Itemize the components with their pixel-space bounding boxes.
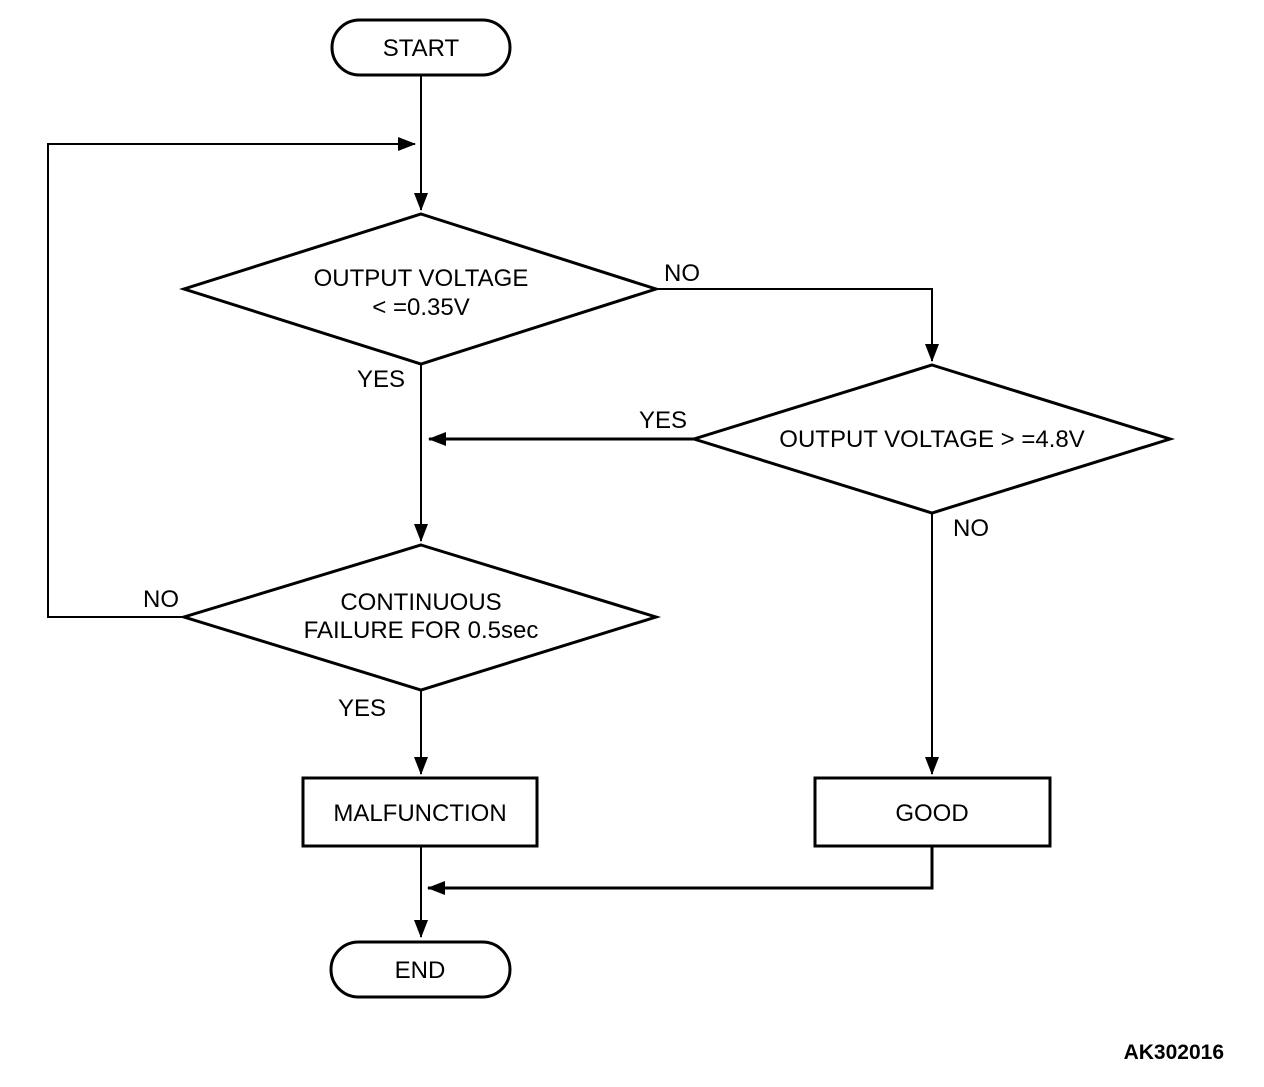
edge-label-decision1-yes: YES bbox=[357, 366, 405, 393]
decision-output-voltage-high bbox=[688, 363, 1176, 515]
edge-label-decision1-no: NO bbox=[664, 260, 700, 287]
malfunction-label: MALFUNCTION bbox=[333, 800, 506, 827]
decision1-label-line2: < =0.35V bbox=[372, 294, 469, 321]
start-label: START bbox=[383, 35, 460, 62]
end-node bbox=[329, 940, 512, 999]
edge-decision3-no-loop bbox=[47, 137, 416, 618]
decision3-label-line1: CONTINUOUS bbox=[340, 589, 501, 616]
edge-label-decision2-yes: YES bbox=[639, 407, 687, 434]
good-node bbox=[813, 776, 1052, 848]
decision-continuous-failure bbox=[178, 543, 662, 692]
edge-decision1-no bbox=[656, 288, 939, 362]
malfunction-node bbox=[301, 776, 539, 848]
end-label: END bbox=[395, 957, 446, 984]
decision3-label-line2: FAILURE FOR 0.5sec bbox=[304, 617, 539, 644]
start-node bbox=[330, 18, 512, 77]
good-label: GOOD bbox=[895, 800, 968, 827]
edge-good-to-end bbox=[427, 846, 934, 895]
decision-output-voltage-low bbox=[179, 212, 661, 366]
edge-label-decision3-yes: YES bbox=[338, 695, 386, 722]
decision1-label-line1: OUTPUT VOLTAGE bbox=[314, 265, 529, 292]
decision2-label: OUTPUT VOLTAGE > =4.8V bbox=[779, 426, 1084, 453]
edge-label-decision2-no: NO bbox=[953, 515, 989, 542]
edge-label-decision3-no: NO bbox=[143, 586, 179, 613]
figure-id-label: AK302016 bbox=[1124, 1041, 1224, 1064]
